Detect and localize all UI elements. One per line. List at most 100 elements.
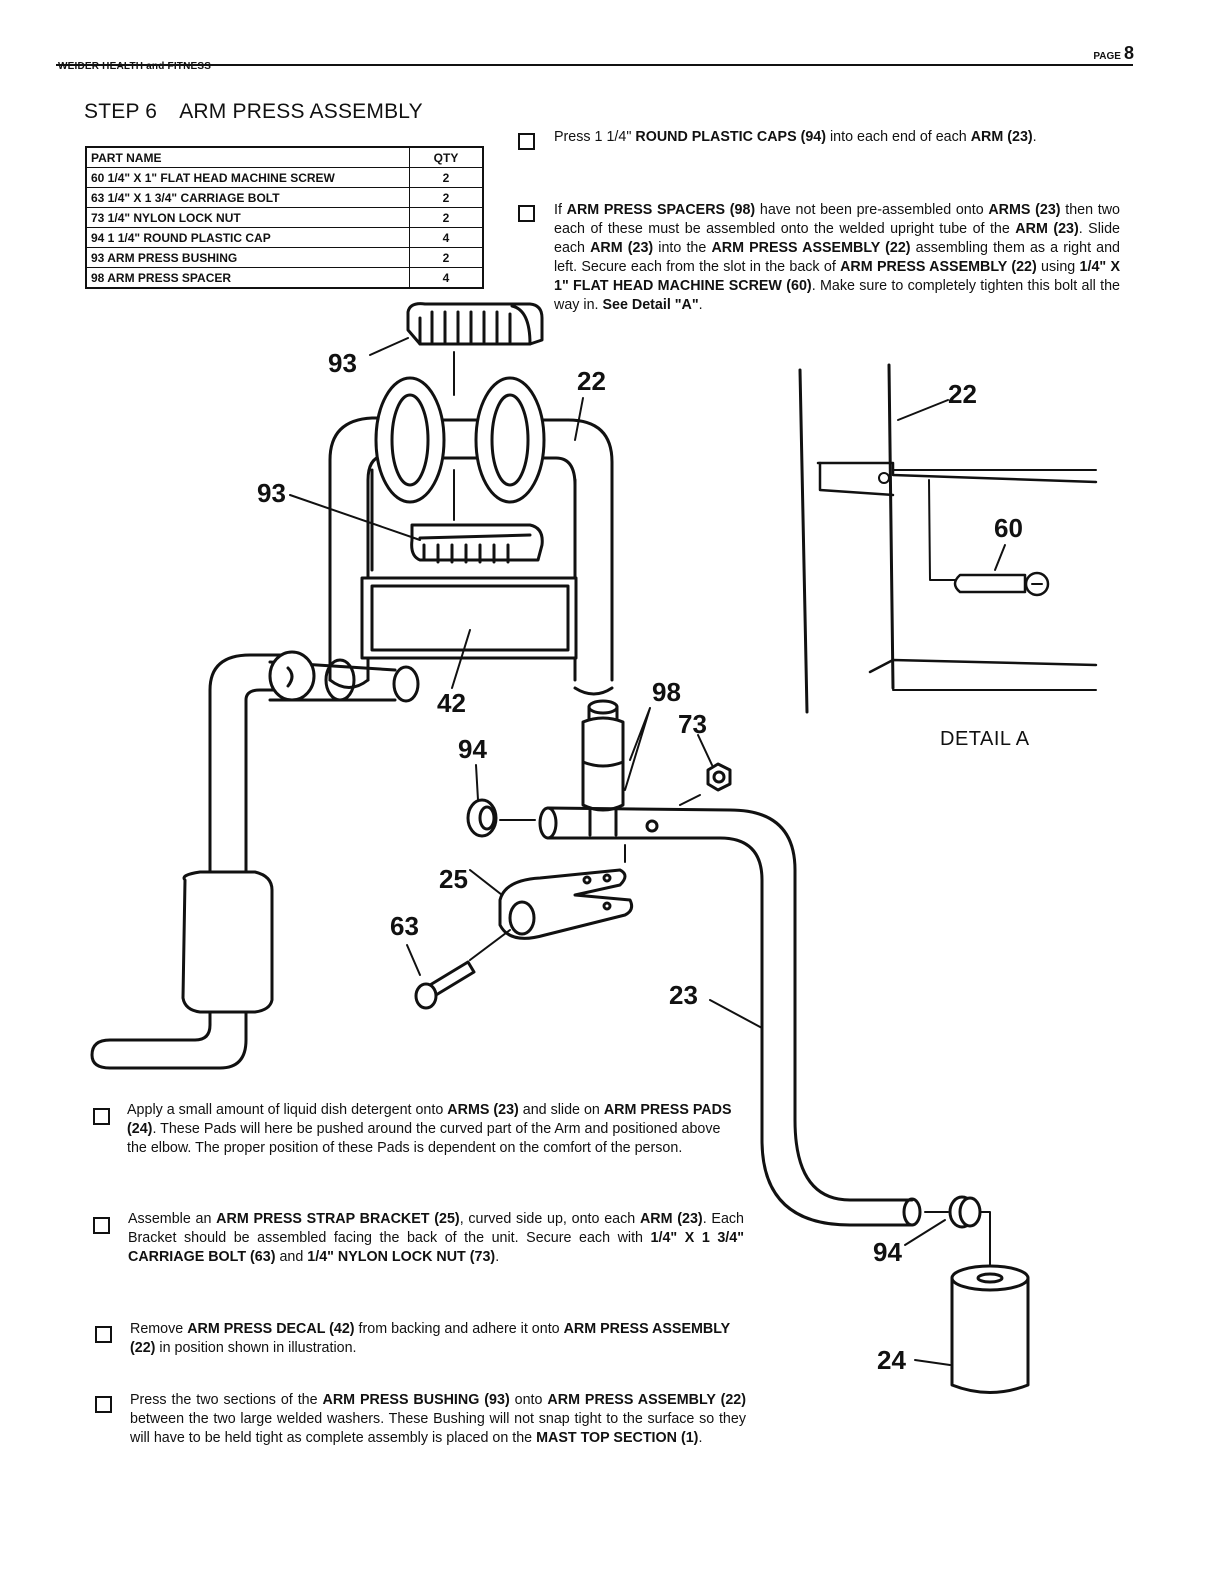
callout-25: 25 xyxy=(439,864,468,894)
parts-table: PART NAME QTY 60 1/4" X 1" FLAT HEAD MAC… xyxy=(85,146,484,289)
emphasized-text: ARM PRESS BUSHING (93) xyxy=(322,1392,510,1408)
instruction-text: . xyxy=(1032,129,1037,145)
leader-line xyxy=(624,707,651,791)
strap-bracket-part xyxy=(469,868,634,961)
instruction-text: have not been pre-assembled onto xyxy=(755,202,989,218)
instruction-bushing: Press the two sections of the ARM PRESS … xyxy=(130,1391,746,1448)
instruction-text: . Each Bracket should be assembled facin… xyxy=(128,1211,745,1246)
instruction-text: . xyxy=(698,1430,703,1446)
emphasized-text: 1/4" NYLON LOCK NUT (73) xyxy=(307,1249,496,1265)
callout-93-middle: 93 xyxy=(257,478,286,508)
emphasized-text: ARM PRESS PADS (24) xyxy=(127,1102,732,1137)
instruction-strap-bracket: Assemble an ARM PRESS STRAP BRACKET (25)… xyxy=(128,1210,744,1267)
instruction-text: and slide on xyxy=(518,1102,604,1118)
instruction-text: Assemble an xyxy=(128,1211,217,1227)
arm-press-frame-part xyxy=(328,376,614,696)
emphasized-text: 1/4" X 1" FLAT HEAD MACHINE SCREW (60) xyxy=(554,259,1120,294)
leader-line xyxy=(574,397,584,441)
instruction-checkbox-decal[interactable] xyxy=(95,1326,112,1343)
page-label: PAGE xyxy=(1093,51,1121,62)
emphasized-text: ARM (23) xyxy=(970,129,1033,145)
leader-line xyxy=(289,494,421,541)
callout-94-left: 94 xyxy=(458,734,487,764)
instruction-text: . Make sure to completely tighten this b… xyxy=(554,278,1121,313)
callout-98: 98 xyxy=(652,677,681,707)
round-cap-left-part xyxy=(466,764,536,838)
emphasized-text: 1/4" X 1 3/4" CARRIAGE BOLT (63) xyxy=(128,1230,744,1265)
instruction-checkbox-pads[interactable] xyxy=(93,1108,110,1125)
left-arm-part xyxy=(90,650,420,1070)
part-name-cell: 98 ARM PRESS SPACER xyxy=(85,267,410,289)
emphasized-text: ARM PRESS DECAL (42) xyxy=(187,1321,355,1337)
spacer-part xyxy=(581,699,625,837)
header-rule xyxy=(56,64,1133,66)
instruction-checkbox-strap-bracket[interactable] xyxy=(93,1217,110,1234)
instruction-text: . xyxy=(698,297,703,313)
emphasized-text: See Detail "A" xyxy=(602,297,699,313)
callout-73: 73 xyxy=(678,709,707,739)
qty-cell: 4 xyxy=(409,267,484,289)
callout-detail-60: 60 xyxy=(994,513,1023,543)
instruction-press-caps: Press 1 1/4" ROUND PLASTIC CAPS (94) int… xyxy=(554,128,1120,147)
callout-detail-22: 22 xyxy=(948,379,977,409)
instruction-text: If xyxy=(554,202,567,218)
leader-line xyxy=(709,999,763,1029)
emphasized-text: ARM PRESS ASSEMBLY (22) xyxy=(130,1321,730,1356)
instruction-decal: Remove ARM PRESS DECAL (42) from backing… xyxy=(130,1320,746,1358)
emphasized-text: ARM PRESS ASSEMBLY (22) xyxy=(840,259,1037,275)
emphasized-text: ARM (23) xyxy=(1015,221,1079,237)
emphasized-text: ROUND PLASTIC CAPS (94) xyxy=(635,129,827,145)
instruction-text: Remove xyxy=(130,1321,188,1337)
emphasized-text: ARM (23) xyxy=(639,1211,703,1227)
right-arm-part xyxy=(538,806,922,1227)
instruction-text: between the two large welded washers. Th… xyxy=(130,1411,746,1446)
instruction-checkbox-press-caps[interactable] xyxy=(518,133,535,150)
decal-part xyxy=(360,576,578,660)
arm-press-pad-part xyxy=(914,1264,1030,1394)
emphasized-text: ARMS (23) xyxy=(447,1102,519,1118)
instruction-text: in position shown in illustration. xyxy=(155,1340,357,1356)
callout-42: 42 xyxy=(437,688,466,718)
callout-22: 22 xyxy=(577,366,606,396)
qty-cell: 2 xyxy=(409,247,484,268)
page-number: 8 xyxy=(1123,43,1134,63)
leader-line xyxy=(369,337,409,356)
company-name: WEIDER HEALTH and FITNESS xyxy=(58,61,212,72)
instruction-checkbox-spacers[interactable] xyxy=(518,205,535,222)
emphasized-text: ARM PRESS ASSEMBLY (22) xyxy=(711,240,911,256)
step-name: ARM PRESS ASSEMBLY xyxy=(179,100,423,123)
emphasized-text: ARM (23) xyxy=(590,240,654,256)
callout-93-top: 93 xyxy=(328,348,357,378)
instruction-text: using xyxy=(1036,259,1080,275)
callout-24: 24 xyxy=(877,1345,906,1375)
instruction-checkbox-bushing[interactable] xyxy=(95,1396,112,1413)
instruction-text: into each end of each xyxy=(826,129,971,145)
callout-94-right: 94 xyxy=(873,1237,902,1267)
instruction-spacers: If ARM PRESS SPACERS (98) have not been … xyxy=(554,201,1120,315)
instruction-text: and xyxy=(275,1249,308,1265)
emphasized-text: ARMS (23) xyxy=(988,202,1061,218)
instruction-text: . xyxy=(495,1249,500,1265)
instruction-text: Press the two sections of the xyxy=(130,1392,323,1408)
instruction-text: onto xyxy=(509,1392,548,1408)
part-name-cell: 93 ARM PRESS BUSHING xyxy=(85,247,410,268)
leader-line xyxy=(451,629,471,689)
callout-63: 63 xyxy=(390,911,419,941)
instruction-text: Press 1 1/4" xyxy=(554,129,636,145)
instruction-pads: Apply a small amount of liquid dish dete… xyxy=(127,1101,743,1158)
instruction-text: Apply a small amount of liquid dish dete… xyxy=(127,1102,448,1118)
instruction-text: . Slide each xyxy=(554,221,1120,256)
instruction-text: . These Pads will here be pushed around … xyxy=(127,1121,721,1156)
lock-nut-part xyxy=(679,734,732,806)
detail-a-label: DETAIL A xyxy=(940,728,1030,750)
round-cap-right-part xyxy=(904,1195,991,1271)
emphasized-text: ARM PRESS ASSEMBLY (22) xyxy=(547,1392,747,1408)
instruction-text: , curved side up, onto each xyxy=(459,1211,640,1227)
emphasized-text: ARM PRESS STRAP BRACKET (25) xyxy=(216,1211,460,1227)
instruction-text: then two each of these must be assembled… xyxy=(554,202,1120,237)
